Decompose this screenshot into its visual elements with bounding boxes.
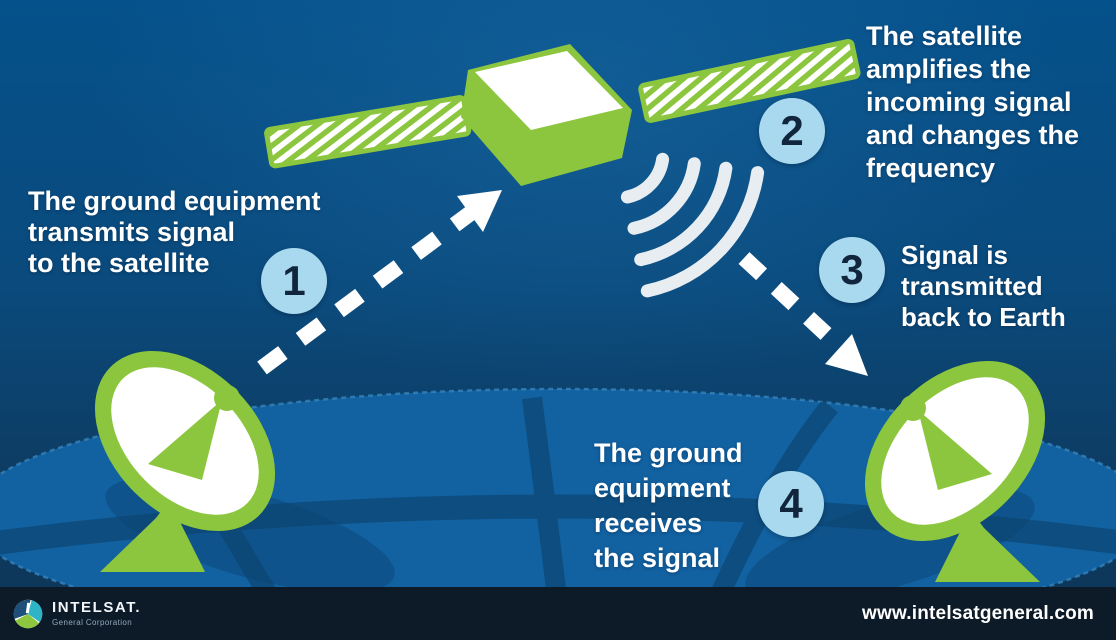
step-2-label: The satellite amplifies the incoming sig…: [866, 21, 1080, 183]
signal-waves-icon: [620, 152, 765, 298]
step-1-label: The ground equipment transmits signal to…: [28, 186, 321, 278]
brand-name: INTELSAT.: [52, 599, 142, 616]
step-4-badge: 4: [758, 471, 824, 537]
website-url: www.intelsatgeneral.com: [862, 602, 1094, 624]
step-2-badge: 2: [759, 98, 825, 164]
brand-text-block: INTELSAT. General Corporation: [52, 600, 141, 627]
dashed-arrow-up-icon: [257, 190, 502, 375]
step-3-label: Signal is transmitted back to Earth: [901, 240, 1066, 332]
satellite-body-top-face: [475, 51, 623, 130]
brand-subtitle: General Corporation: [52, 618, 133, 627]
step-4-label: The ground equipment receives the signal: [594, 438, 743, 573]
solar-panel-left-icon: [264, 95, 472, 169]
solar-panel-right-icon: [638, 38, 861, 123]
step-1-badge: 1: [261, 248, 327, 314]
footer-bar: INTELSAT. General Corporation www.intels…: [0, 587, 1116, 640]
step-3-badge: 3: [819, 237, 885, 303]
brand-lockup: INTELSAT. General Corporation: [13, 599, 141, 629]
dashed-arrow-down-icon: [738, 252, 868, 376]
satellite-icon: [264, 38, 861, 186]
intelsat-globe-icon: [13, 599, 43, 628]
